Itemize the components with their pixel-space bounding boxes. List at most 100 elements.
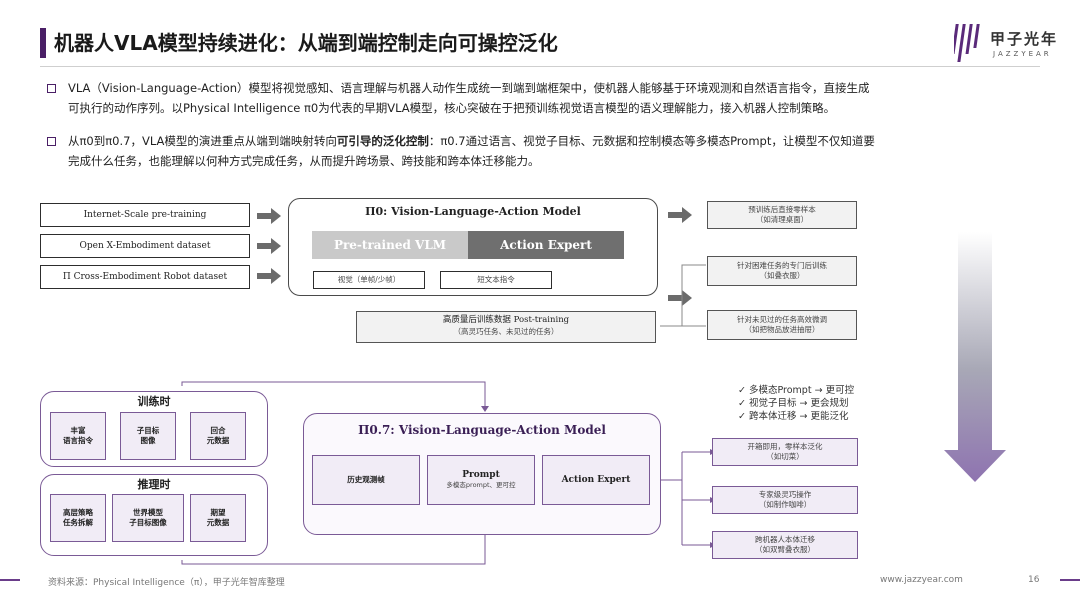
train-item-language-l1: 丰富: [70, 426, 86, 435]
dataset-internet: Internet-Scale pre-training: [40, 203, 250, 227]
output-fine-tune-l2: （如把物品放进抽屉）: [744, 325, 820, 334]
output-zero-shot-07-l1: 开箱即用，零样本泛化: [747, 442, 823, 451]
dataset-open-x: Open X-Embodiment dataset: [40, 234, 250, 258]
post-training-box: [356, 311, 656, 343]
output-post-training: 针对困难任务的专门后训练 （如叠衣服）: [707, 256, 857, 286]
check-item: ✓ 视觉子目标 → 更会规划: [738, 397, 854, 410]
action-expert-block-07: Action Expert: [542, 455, 650, 505]
logo-sub: JAZZYEAR: [993, 50, 1052, 58]
infer-item-policy-l2: 任务拆解: [63, 518, 93, 527]
train-item-subgoal-l1: 子目标: [136, 426, 160, 435]
bullet-2-part-c: ：π0.7通过语言、视觉子目标、元数据和控制模态等多模态Prompt，让模型不仅…: [428, 134, 875, 148]
output-expert-dexterity-l2: （如制作咖啡）: [758, 500, 812, 509]
train-item-metadata: 回合 元数据: [190, 412, 246, 460]
training-title: 训练时: [137, 395, 171, 408]
top-output-connectors: [660, 207, 706, 327]
output-post-training-l1: 针对困难任务的专门后训练: [737, 261, 827, 270]
check-icon: ✓: [738, 398, 749, 409]
train-item-subgoal-l2: 图像: [140, 436, 156, 445]
bullet-2-part-a: 从π0到π0.7，VLA模型的演进重点从端到端映射转向: [68, 134, 337, 148]
footer-source: 资料来源：Physical Intelligence（π），甲子光年智库整理: [48, 578, 285, 588]
output-expert-dexterity-l1: 专家级灵巧操作: [758, 490, 812, 499]
arrow-right-icon: →: [796, 398, 811, 409]
train-item-language-l2: 语言指令: [63, 436, 93, 445]
output-zero-shot-l1: 预训练后直接零样本: [748, 205, 816, 214]
bullet-1-line-2: 可执行的动作序列。以Physical Intelligence π0为代表的早期…: [68, 101, 836, 115]
footer-accent-right: [1060, 579, 1080, 581]
infer-item-policy: 高层策略 任务拆解: [50, 494, 106, 542]
train-item-subgoal: 子目标 图像: [120, 412, 176, 460]
prompt-block: Prompt 多模态prompt、更可控: [427, 455, 535, 505]
infer-item-policy-l1: 高层策略: [63, 508, 93, 517]
bullet-2-highlight: 可引导的泛化控制: [336, 134, 429, 148]
output-cross-robot: 跨机器人本体迁移 （如双臂叠衣服）: [712, 531, 858, 559]
pi0-model-title: Π0: Vision-Language-Action Model: [365, 205, 581, 218]
check-item-a: 多模态Prompt: [748, 385, 812, 396]
action-expert-label-07: Action Expert: [561, 475, 631, 485]
pi07-model-title: Π0.7: Vision-Language-Action Model: [358, 423, 606, 437]
post-training-line-1: 高质量后训练数据 Post-training: [442, 315, 570, 325]
infer-item-metadata-l1: 期望: [210, 508, 226, 517]
bullet-1-line-1: VLA（Vision-Language-Action）模型将视觉感知、语言理解与…: [68, 81, 870, 95]
logo-mark-icon: [954, 24, 980, 62]
bullet-1: VLA（Vision-Language-Action）模型将视觉感知、语言理解与…: [68, 78, 1048, 118]
bullet-square: [47, 137, 56, 146]
check-icon: ✓: [738, 385, 749, 396]
history-frames-label: 历史观测帧: [347, 475, 385, 484]
bullet-2-line-2: 完成什么任务，也能理解以何种方式完成任务，从而提升跨场景、跨技能和跨本体迁移能力…: [68, 154, 540, 168]
input-vision: 视觉（单帧/少帧）: [313, 271, 425, 289]
output-post-training-l2: （如叠衣服）: [759, 271, 805, 280]
logo-name: 甲子光年: [990, 30, 1059, 48]
output-zero-shot-l2: （如清理桌面）: [755, 215, 809, 224]
output-zero-shot-07: 开箱即用，零样本泛化 （如切菜）: [712, 438, 858, 466]
inference-panel: [40, 474, 268, 556]
input-short-text: 短文本指令: [440, 271, 552, 289]
infer-item-world-model-l1: 世界模型: [133, 508, 163, 517]
footer-website: www.jazzyear.com: [880, 575, 963, 585]
infer-item-metadata-l2: 元数据: [206, 518, 230, 527]
arrow-right-icon: →: [811, 385, 826, 396]
train-item-metadata-l1: 回合: [210, 426, 226, 435]
check-item-a: 视觉子目标: [748, 398, 797, 409]
check-item: ✓ 跨本体迁移 → 更能泛化: [738, 410, 854, 423]
check-item-b: 更能泛化: [810, 411, 849, 422]
page-number: 16: [1028, 575, 1040, 585]
output-zero-shot: 预训练后直接零样本 （如清理桌面）: [707, 201, 857, 229]
bullet-2: 从π0到π0.7，VLA模型的演进重点从端到端映射转向可引导的泛化控制：π0.7…: [68, 131, 1048, 171]
page-title: 机器人VLA模型持续进化：从端到端控制走向可操控泛化: [54, 31, 558, 55]
prompt-sub: 多模态prompt、更可控: [446, 481, 516, 489]
training-panel: [40, 391, 268, 467]
output-cross-robot-l2: （如双臂叠衣服）: [755, 545, 815, 554]
check-item-b: 更可控: [825, 385, 855, 396]
train-item-language: 丰富 语言指令: [50, 412, 106, 460]
inference-title: 推理时: [137, 478, 171, 491]
output-fine-tune-l1: 针对未见过的任务高效微调: [737, 315, 827, 324]
bullet-square: [47, 84, 56, 93]
train-item-metadata-l2: 元数据: [206, 436, 230, 445]
history-frames-block: 历史观测帧: [312, 455, 420, 505]
big-down-arrow-icon: [944, 232, 1006, 482]
title-accent-bar: [40, 28, 46, 58]
check-item-b: 更会规划: [810, 398, 849, 409]
dataset-arrows-icon: [257, 208, 281, 284]
dataset-cross-embodiment: Π Cross-Embodiment Robot dataset: [40, 265, 250, 289]
action-expert-block: Action Expert: [468, 231, 624, 259]
check-icon: ✓: [738, 411, 749, 422]
checklist: ✓ 多模态Prompt → 更可控 ✓ 视觉子目标 → 更会规划 ✓ 跨本体迁移…: [738, 384, 854, 423]
infer-item-world-model-l2: 子目标图像: [129, 518, 167, 527]
arrow-right-icon: →: [796, 411, 811, 422]
post-training-line-2: （高灵巧任务、未见过的任务）: [453, 327, 559, 336]
pretrained-vlm-block: Pre-trained VLM: [312, 231, 468, 259]
output-cross-robot-l1: 跨机器人本体迁移: [755, 535, 815, 544]
infer-item-world-model: 世界模型 子目标图像: [112, 494, 184, 542]
footer-accent-left: [0, 579, 20, 581]
output-expert-dexterity: 专家级灵巧操作 （如制作咖啡）: [712, 486, 858, 514]
infer-item-metadata: 期望 元数据: [190, 494, 246, 542]
check-item: ✓ 多模态Prompt → 更可控: [738, 384, 854, 397]
output-zero-shot-07-l2: （如切菜）: [766, 452, 804, 461]
header-divider: [40, 66, 1040, 67]
prompt-label: Prompt: [462, 470, 500, 480]
check-item-a: 跨本体迁移: [748, 411, 797, 422]
bullet-2-line-1: 从π0到π0.7，VLA模型的演进重点从端到端映射转向可引导的泛化控制：π0.7…: [68, 131, 1048, 151]
output-fine-tune: 针对未见过的任务高效微调 （如把物品放进抽屉）: [707, 310, 857, 340]
